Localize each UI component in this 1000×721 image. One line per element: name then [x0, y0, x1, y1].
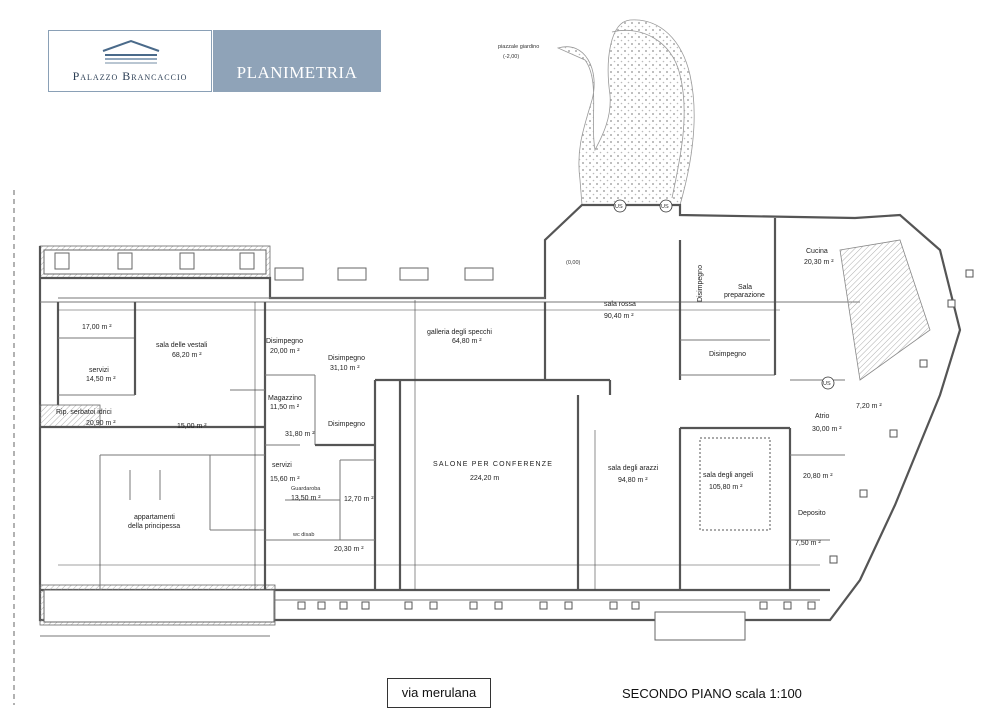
room-area: 12,70 m ² — [344, 496, 374, 503]
room-name: sala degli angeli — [703, 472, 754, 479]
room-area: 20,80 m ² — [803, 473, 833, 480]
top-windows — [54, 252, 494, 281]
garden-label: piazzale giardino — [498, 44, 539, 50]
room-area: 20,00 m ² — [270, 348, 300, 355]
room-area: 20,30 m ² — [334, 546, 364, 553]
room-name: Disimpegno — [328, 355, 365, 362]
room-area: 90,40 m ² — [604, 313, 634, 320]
room-area: della principessa — [128, 523, 180, 530]
palazzo-icon — [102, 39, 160, 64]
room-area: 20,30 m ² — [804, 259, 834, 266]
room-area: 15,00 m ² — [177, 423, 207, 430]
room-name: servizi — [89, 367, 109, 374]
room-name: sala delle vestali — [156, 342, 208, 349]
room-name: SALONE PER CONFERENZE — [433, 461, 553, 468]
room-area: 7,50 m ² — [795, 540, 821, 547]
room-name: appartamenti — [134, 514, 175, 521]
sala-angeli-border — [699, 437, 771, 531]
lift-label: US — [661, 204, 669, 210]
room-area: 14,50 m ² — [86, 376, 116, 383]
room-area: 15,60 m ² — [270, 476, 300, 483]
lift-symbols — [613, 199, 835, 390]
room-area: 64,80 m ² — [452, 338, 482, 345]
room-name: Guardaroba — [291, 486, 321, 492]
title-panel: PLANIMETRIA — [213, 30, 381, 92]
room-area: 94,80 m ² — [618, 477, 648, 484]
brand-name: Palazzo Brancaccio — [72, 69, 188, 83]
room-area: 68,20 m ² — [172, 352, 202, 359]
garden — [556, 19, 695, 206]
room-name: Disimpegno — [266, 338, 303, 345]
room-area: 31,10 m ² — [330, 365, 360, 372]
room-name: Disimpegno — [697, 265, 704, 302]
outer-walls — [38, 203, 962, 641]
room-name: sala degli arazzi — [608, 465, 659, 472]
room-name: Atrio — [815, 413, 830, 420]
room-name: wc disab — [292, 532, 314, 538]
garden-level: (-2,00) — [503, 54, 519, 60]
street-label: via merulana — [387, 678, 491, 708]
room-name: 17,00 m ² — [82, 324, 112, 331]
dimension-lines — [58, 300, 820, 590]
room-labels: 17,00 m ² sala delle vestali 68,20 m ² s… — [56, 248, 882, 553]
lift-label: US — [615, 204, 623, 210]
room-name: servizi — [272, 462, 292, 469]
room-area: 105,80 m ² — [709, 484, 743, 491]
room-area: preparazione — [724, 292, 765, 299]
room-area: 31,80 m ² — [285, 431, 315, 438]
interior-walls — [39, 218, 845, 590]
room-name: Disimpegno — [709, 351, 746, 358]
lift-label: US — [823, 381, 831, 387]
room-area: 30,00 m ² — [812, 426, 842, 433]
room-name: sala rossa — [604, 301, 636, 308]
room-area: 11,50 m ² — [270, 404, 300, 411]
room-name: Cucina — [806, 248, 828, 255]
page-title: PLANIMETRIA — [236, 63, 358, 82]
floor-label: SECONDO PIANO scala 1:100 — [622, 686, 802, 701]
room-name: Magazzino — [268, 395, 302, 402]
brand-logo: Palazzo Brancaccio — [48, 30, 212, 92]
room-name: Deposito — [798, 510, 826, 517]
level-label: (0,00) — [566, 260, 581, 266]
room-area: 224,20 m — [470, 475, 499, 482]
room-area: 20,90 m ² — [86, 420, 116, 427]
room-name: Rip. serbatoi idrici — [56, 409, 112, 416]
stair — [839, 239, 931, 381]
room-area: 7,20 m ² — [856, 403, 882, 410]
facade-pillars — [297, 269, 974, 610]
room-area: 13,50 m ² — [291, 495, 321, 502]
room-name: Sala — [738, 284, 752, 291]
room-name: Disimpegno — [328, 421, 365, 428]
room-name: galleria degli specchi — [427, 329, 492, 336]
